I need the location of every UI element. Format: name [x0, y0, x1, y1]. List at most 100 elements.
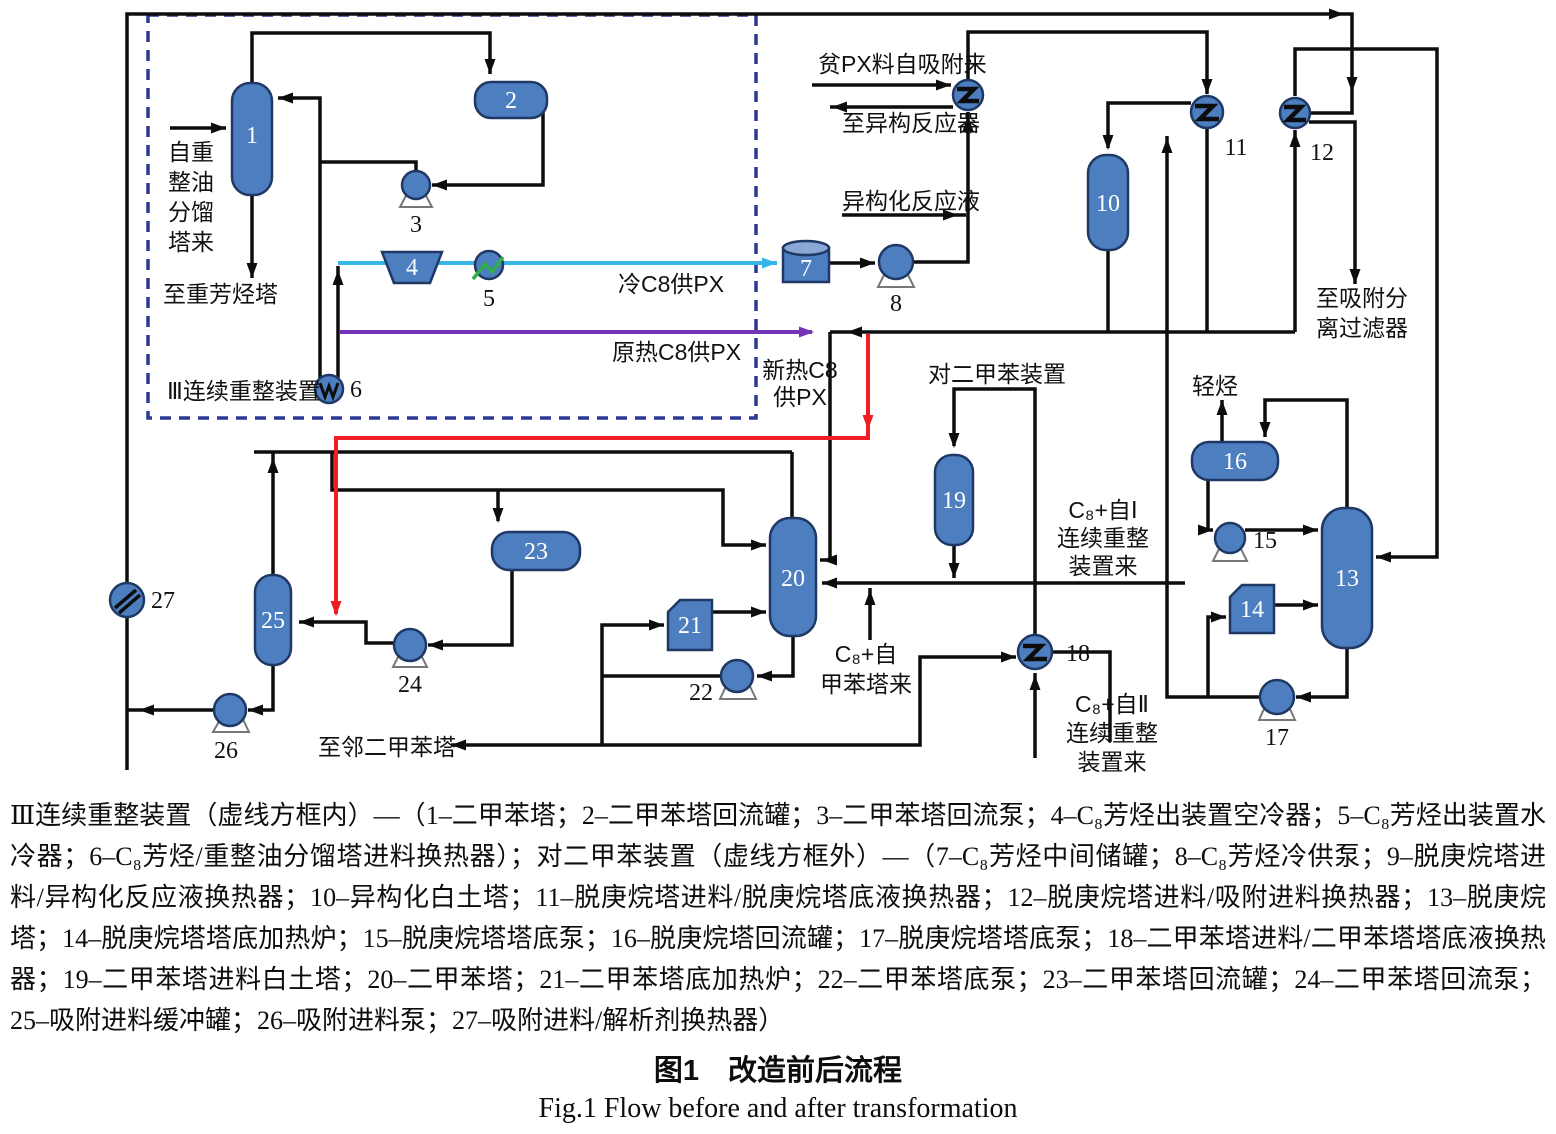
equipment-label-11: 11 — [1224, 135, 1247, 161]
equipment-label-12: 12 — [1310, 140, 1334, 166]
equipment-label-16: 16 — [1223, 449, 1247, 475]
equipment-label-15: 15 — [1253, 528, 1277, 554]
arrowhead — [139, 704, 154, 716]
arrowhead — [451, 739, 466, 751]
label-from-reformer-3: 分馏 — [168, 199, 214, 225]
label-to-adsorption-1: 至吸附分 — [1316, 285, 1408, 311]
arrowhead — [1161, 138, 1173, 153]
pump-26-adsorption-feed: 26 — [211, 692, 251, 764]
pfd-canvas: 1 2 3 4 5 6 7 8 — [108, 8, 1439, 775]
arrowhead — [1198, 524, 1213, 536]
arrowhead — [822, 554, 837, 566]
arrowhead — [948, 563, 960, 578]
green-cooling-arrow — [471, 255, 505, 281]
label-cold-c8: 冷C8供PX — [618, 271, 724, 297]
arrowhead — [757, 670, 772, 682]
label-c8-from-unit2-3: 装置来 — [1078, 749, 1147, 775]
arrowhead — [649, 619, 664, 631]
arrowhead — [864, 590, 876, 605]
vessel-1-xylene-column: 1 — [230, 81, 274, 197]
exchanger-glyph — [1282, 104, 1307, 123]
label-to-oxylene: 至邻二甲苯塔 — [318, 734, 456, 760]
label-orig-hot-c8: 原热C8供PX — [612, 339, 741, 365]
equipment-label-3: 3 — [410, 212, 422, 238]
label-to-isom-reactor: 至异构反应器 — [842, 110, 980, 136]
arrowhead — [1029, 675, 1041, 690]
exchanger-glyph — [1022, 643, 1047, 662]
aircooler-4: 4 — [380, 250, 444, 285]
equipment-label-2: 2 — [505, 88, 517, 114]
exchanger-11: 11 — [1189, 94, 1248, 161]
label-c8-from-unit2-2: 连续重整 — [1066, 720, 1158, 746]
arrowhead — [484, 59, 496, 74]
exchanger-glyph — [956, 86, 980, 104]
arrowhead — [799, 326, 814, 338]
arrowhead — [948, 433, 960, 448]
arrowhead — [832, 101, 847, 113]
pump-8-cold-supply: 8 — [876, 243, 916, 317]
equipment-label-4: 4 — [406, 255, 418, 281]
exchanger-hatch-glyph — [113, 588, 142, 615]
label-c8-from-unit1-3: 装置来 — [1069, 553, 1138, 579]
pump-17-bottoms: 17 — [1257, 678, 1297, 751]
equipment-label-10: 10 — [1096, 191, 1120, 217]
figure-title-en: Fig.1 Flow before and after transformati… — [538, 1093, 1018, 1124]
arrowhead — [1303, 599, 1318, 611]
arrowhead — [762, 257, 777, 269]
exchanger-9 — [951, 78, 985, 112]
arrowhead — [1259, 422, 1271, 437]
arrowhead — [751, 539, 766, 551]
arrowhead — [847, 326, 862, 338]
arrowhead — [246, 263, 258, 278]
arrowhead — [332, 270, 344, 285]
equipment-label-23: 23 — [524, 539, 548, 565]
arrowhead — [1102, 135, 1114, 150]
vessel-25-surge-drum: 25 — [253, 573, 293, 667]
equipment-label-24: 24 — [398, 672, 422, 698]
arrowhead — [751, 606, 766, 618]
arrowhead — [1001, 651, 1016, 663]
equipment-label-25: 25 — [261, 608, 285, 634]
vessel-20-xylene-column: 20 — [768, 516, 818, 638]
tank-7-intermediate: 7 — [781, 239, 831, 284]
label-c8-from-toluene-1: C₈+自 — [835, 641, 898, 667]
figure-title-zh: 图1 改造前后流程 — [653, 1055, 903, 1087]
equipment-label-13: 13 — [1335, 566, 1359, 592]
equipment-label-17: 17 — [1265, 725, 1289, 751]
arrowhead — [1303, 524, 1318, 536]
pump-3-reflux: 3 — [398, 169, 434, 238]
vessel-13-deheptanizer: 13 — [1320, 506, 1374, 650]
label-new-hot-c8-2: 供PX — [773, 384, 827, 410]
label-to-adsorption-2: 离过滤器 — [1316, 315, 1408, 341]
label-px-unit: 对二甲苯装置 — [928, 361, 1066, 387]
stream-labels: 自重 整油 分馏 塔来 至重芳烃塔 Ⅲ连续重整装置 冷C8供PX 原热C8供PX… — [163, 51, 1408, 775]
label-light-hydrocarbon: 轻烃 — [1192, 373, 1238, 399]
arrowhead — [1376, 551, 1391, 563]
label-from-reformer-2: 整油 — [168, 169, 214, 195]
equipment-label-21: 21 — [678, 613, 702, 639]
arrowhead — [1349, 269, 1361, 284]
equipment-label-8: 8 — [890, 291, 902, 317]
drum-23-reflux: 23 — [490, 530, 582, 572]
pump-24-reflux: 24 — [391, 627, 429, 698]
exchanger-18: 18 — [1016, 633, 1090, 671]
arrowhead — [1211, 611, 1226, 623]
arrowhead — [822, 577, 837, 589]
equipment-label-20: 20 — [781, 566, 805, 592]
exchanger-12: 12 — [1278, 96, 1334, 166]
arrowhead — [1329, 8, 1344, 20]
label-from-reformer-4: 塔来 — [168, 229, 214, 255]
arrowhead — [943, 209, 958, 221]
arrowhead — [211, 122, 226, 134]
arrowhead — [1346, 77, 1358, 92]
figure-caption: Ⅲ连续重整装置（虚线方框内）—（1–二甲苯塔；2–二甲苯塔回流罐；3–二甲苯塔回… — [10, 801, 1546, 1035]
pump-15-bottoms: 15 — [1211, 521, 1277, 562]
furnace-14: 14 — [1228, 583, 1276, 635]
label-unit3-reforming: Ⅲ连续重整装置 — [167, 378, 321, 404]
pump-22-bottoms: 22 — [689, 658, 758, 706]
equipment-label-19: 19 — [942, 488, 966, 514]
arrowhead — [432, 179, 447, 191]
arrowhead — [1216, 400, 1228, 415]
utube-glyph — [318, 381, 340, 402]
arrowhead — [860, 257, 875, 269]
